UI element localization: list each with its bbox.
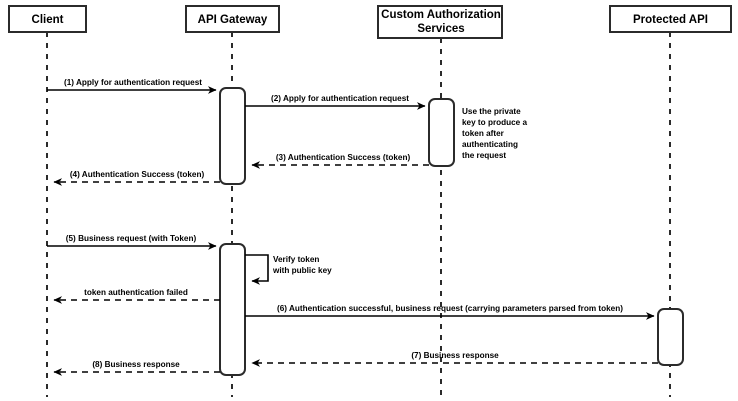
message-2[interactable]: (2) Apply for authentication request: [245, 94, 426, 110]
note-private-key-line-2: key to produce a: [462, 118, 528, 127]
lifeline-label-protected-api: Protected API: [633, 14, 708, 26]
lifeline-box-client[interactable]: [8, 5, 87, 33]
activation-bar-api-gateway-1: [219, 87, 246, 185]
message-4-label: (4) Authentication Success (token): [70, 170, 205, 179]
note-private-key-line-1: Use the private: [462, 107, 521, 116]
message-7-label: (7) Business response: [411, 351, 499, 360]
message-3-label: (3) Authentication Success (token): [276, 153, 411, 162]
message-8-label: (8) Business response: [92, 360, 180, 369]
message-4[interactable]: (4) Authentication Success (token): [53, 170, 220, 186]
lifeline-label-custom-auth-line2: Services: [417, 23, 464, 35]
message-7[interactable]: (7) Business response: [251, 351, 658, 367]
lifeline-header-client[interactable]: Client: [8, 5, 87, 33]
lifeline-box-custom-auth[interactable]: [377, 5, 503, 39]
note-private-key: Use the private key to produce a token a…: [462, 107, 528, 160]
lifeline-header-api-gateway[interactable]: API Gateway: [185, 5, 280, 33]
note-private-key-line-3: token after: [462, 129, 505, 138]
message-self-verify-token-arrow: [245, 254, 269, 285]
message-6-label: (6) Authentication successful, business …: [277, 304, 623, 313]
message-5-label: (5) Business request (with Token): [66, 234, 197, 243]
message-self-verify-token-label-line2: with public key: [272, 266, 332, 275]
lifeline-header-custom-auth[interactable]: Custom Authorization Services: [377, 5, 503, 39]
message-token-authentication-failed-label: token authentication failed: [84, 288, 188, 297]
message-8[interactable]: (8) Business response: [53, 360, 220, 376]
activation-bar-custom-auth-1: [428, 98, 455, 167]
lifeline-box-protected-api[interactable]: [609, 5, 732, 33]
activation-bars: [219, 87, 684, 376]
lifeline-label-api-gateway: API Gateway: [198, 14, 268, 26]
activation-bar-protected-api-1: [657, 308, 684, 366]
message-self-verify-token[interactable]: Verify token with public key: [245, 254, 332, 285]
message-2-label: (2) Apply for authentication request: [271, 94, 409, 103]
message-6[interactable]: (6) Authentication successful, business …: [245, 304, 655, 320]
activation-bar-api-gateway-2: [219, 243, 246, 376]
lifeline-label-client: Client: [32, 14, 64, 26]
lifeline-lines: [46, 32, 671, 397]
message-1-label: (1) Apply for authentication request: [64, 78, 202, 87]
lifeline-header-protected-api[interactable]: Protected API: [609, 5, 732, 33]
note-private-key-line-4: authenticating: [462, 140, 518, 149]
note-private-key-line-5: the request: [462, 151, 506, 160]
message-5[interactable]: (5) Business request (with Token): [47, 234, 217, 250]
lifeline-box-api-gateway[interactable]: [185, 5, 280, 33]
message-self-verify-token-label-line1: Verify token: [273, 255, 319, 264]
lifeline-label-custom-auth-line1: Custom Authorization: [381, 9, 501, 21]
message-1[interactable]: (1) Apply for authentication request: [47, 78, 217, 94]
message-token-authentication-failed[interactable]: token authentication failed: [53, 288, 220, 304]
message-3[interactable]: (3) Authentication Success (token): [251, 153, 429, 169]
